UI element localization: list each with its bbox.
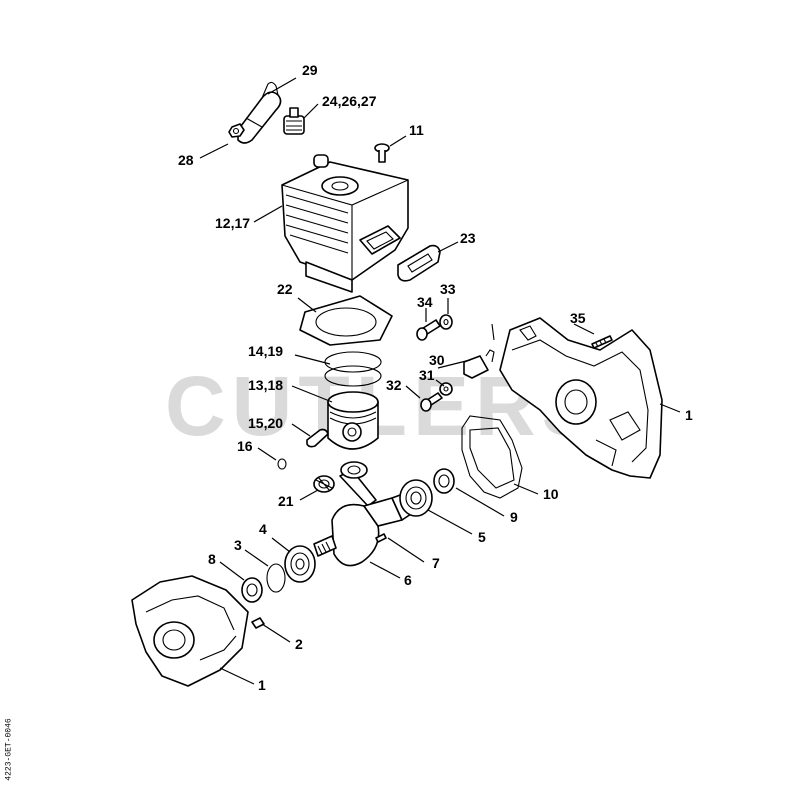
callout-4: 4 bbox=[259, 521, 267, 537]
screw-part-35 bbox=[591, 335, 613, 349]
oil-seal-right bbox=[433, 468, 455, 494]
piston-rings bbox=[324, 351, 382, 387]
screw-part-32 bbox=[420, 392, 443, 412]
callout-11: 11 bbox=[409, 122, 424, 138]
cylinder bbox=[281, 154, 409, 293]
callout-15-20: 15,20 bbox=[248, 415, 284, 431]
callout-1-right: 1 bbox=[685, 407, 693, 423]
callout-33: 33 bbox=[440, 281, 456, 297]
crankcase-gasket bbox=[461, 415, 523, 499]
ball-bearing-left bbox=[284, 545, 316, 583]
crankcase-right-half bbox=[499, 317, 663, 479]
nut-part bbox=[228, 123, 245, 138]
washer-part-33 bbox=[439, 314, 453, 330]
callout-8: 8 bbox=[208, 551, 216, 567]
screw-part-34 bbox=[416, 319, 441, 341]
crankcase-left-half bbox=[131, 575, 249, 687]
ball-bearing-right bbox=[399, 479, 433, 517]
callout-6: 6 bbox=[404, 572, 412, 588]
callout-3: 3 bbox=[234, 537, 242, 553]
callout-32: 32 bbox=[386, 377, 402, 393]
callout-21: 21 bbox=[278, 493, 294, 509]
dowel-sleeve bbox=[251, 617, 265, 629]
spark-plug bbox=[283, 107, 305, 135]
callout-31: 31 bbox=[419, 367, 435, 383]
callout-22: 22 bbox=[277, 281, 293, 297]
callout-1-left: 1 bbox=[258, 677, 266, 693]
woodruff-key bbox=[375, 533, 387, 543]
callout-14-19: 14,19 bbox=[248, 343, 284, 359]
spark-plug-boot bbox=[237, 81, 282, 144]
callout-35: 35 bbox=[570, 310, 586, 326]
oil-seal-left bbox=[241, 577, 263, 603]
callout-29: 29 bbox=[302, 62, 318, 78]
leader-lines bbox=[199, 77, 681, 685]
callout-34: 34 bbox=[417, 294, 433, 310]
pin-part-near-30 bbox=[491, 323, 495, 341]
exhaust-gasket bbox=[397, 244, 441, 282]
callout-13-18: 13,18 bbox=[248, 377, 284, 393]
callout-2: 2 bbox=[295, 636, 303, 652]
drawing-reference-code: 4223-GET-0046 bbox=[4, 718, 14, 781]
circlip bbox=[277, 458, 287, 470]
callout-5: 5 bbox=[478, 529, 486, 545]
callout-24-26-27: 24,26,27 bbox=[322, 93, 377, 109]
piston-pin bbox=[306, 428, 329, 448]
callout-12-17: 12,17 bbox=[215, 215, 251, 231]
cable-clip-part-30 bbox=[463, 349, 495, 379]
callout-10: 10 bbox=[543, 486, 559, 502]
callout-23: 23 bbox=[460, 230, 476, 246]
callout-16: 16 bbox=[237, 438, 253, 454]
screw-part-11 bbox=[374, 143, 390, 163]
callout-28: 28 bbox=[178, 152, 194, 168]
circlip-part-3 bbox=[266, 563, 286, 593]
callout-9: 9 bbox=[510, 509, 518, 525]
needle-bearing bbox=[313, 475, 335, 493]
callout-7: 7 bbox=[432, 555, 440, 571]
piston bbox=[327, 391, 379, 450]
cylinder-base-gasket bbox=[299, 295, 393, 346]
callout-30: 30 bbox=[429, 352, 445, 368]
